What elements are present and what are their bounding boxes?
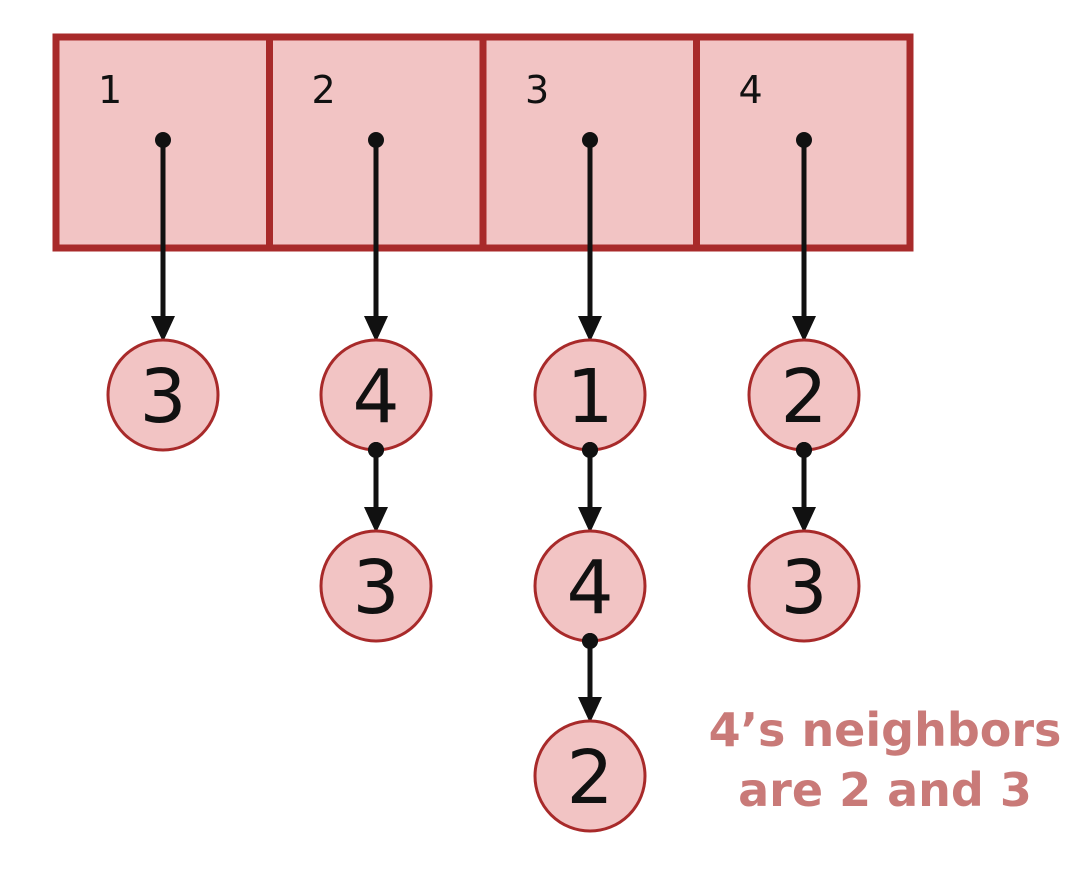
- pointer-arrowhead: [364, 316, 388, 342]
- pointer-arrowhead: [151, 316, 175, 342]
- list-node-2-1: 4: [319, 338, 433, 452]
- annotation-line-2: are 2 and 3: [738, 763, 1032, 817]
- list-node-label: 4: [566, 545, 613, 631]
- annotation: 4’s neighbors are 2 and 3: [700, 700, 1070, 820]
- list-node-circle: [106, 338, 220, 452]
- next-pointer-dot: [796, 442, 812, 458]
- list-node-3-2: 4: [533, 529, 647, 643]
- list-node-circle: [319, 529, 433, 643]
- annotation-line-1: 4’s neighbors: [708, 703, 1062, 757]
- list-node-2-2: 3: [319, 529, 433, 643]
- array-cell-label: 4: [739, 68, 763, 112]
- list-node-3-3: 2: [533, 719, 647, 833]
- list-node-label: 4: [352, 354, 399, 440]
- pointer-arrow-1-1: [151, 132, 175, 342]
- pointer-arrow-3-1: [578, 132, 602, 342]
- list-node-3-1: 1: [533, 338, 647, 452]
- list-node-1-1: 3: [106, 338, 220, 452]
- next-pointer-dot: [582, 442, 598, 458]
- next-pointer-dot: [582, 633, 598, 649]
- list-node-label: 3: [780, 545, 827, 631]
- pointer-arrow-4-1: [792, 132, 816, 342]
- next-pointer-dot: [368, 442, 384, 458]
- pointer-arrowhead: [578, 507, 602, 533]
- list-node-label: 3: [352, 545, 399, 631]
- pointer-arrow-2-1: [364, 132, 388, 342]
- pointer-arrowhead: [364, 507, 388, 533]
- array-cell-label: 3: [525, 68, 549, 112]
- list-node-label: 3: [139, 354, 186, 440]
- list-node-4-1: 2: [747, 338, 861, 452]
- list-node-label: 2: [566, 735, 613, 821]
- pointer-arrowhead: [578, 697, 602, 723]
- array-cell-label: 1: [98, 68, 122, 112]
- pointer-arrowhead: [578, 316, 602, 342]
- list-node-4-2: 3: [747, 529, 861, 643]
- pointer-arrowhead: [792, 316, 816, 342]
- pointer-arrowhead: [792, 507, 816, 533]
- list-node-label: 2: [780, 354, 827, 440]
- array-cell-label: 2: [312, 68, 336, 112]
- list-node-label: 1: [566, 354, 613, 440]
- list-node-circle: [747, 529, 861, 643]
- list-node-circle: [533, 719, 647, 833]
